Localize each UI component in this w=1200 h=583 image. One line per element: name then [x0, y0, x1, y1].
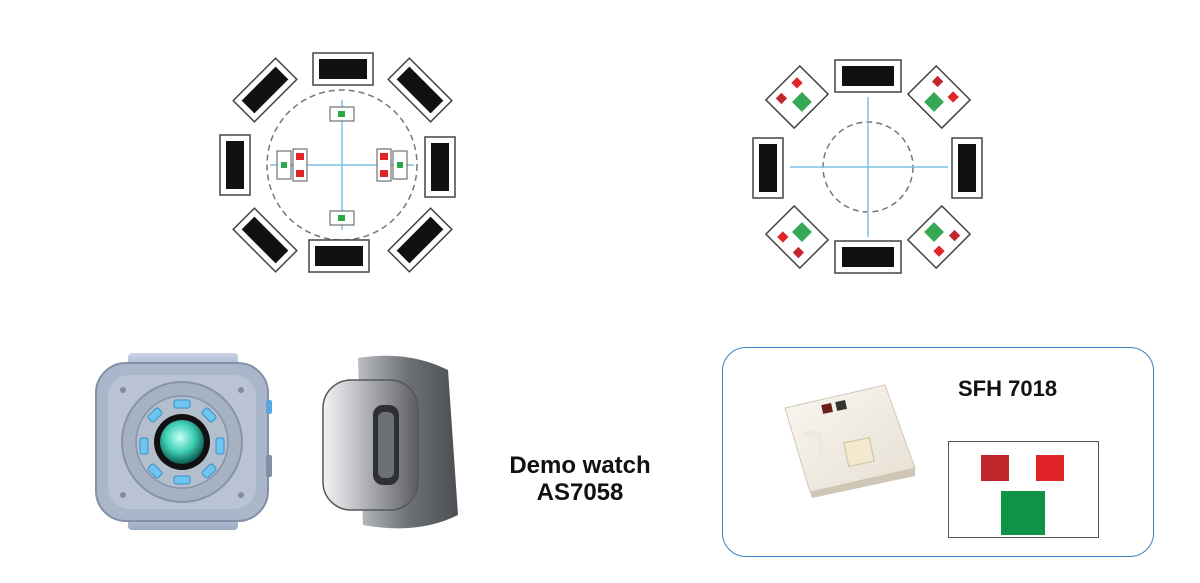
outer-pd-left — [752, 137, 784, 199]
led-red — [1036, 455, 1064, 481]
outer-pd-top — [312, 52, 374, 86]
sfh7018-title: SFH 7018 — [958, 376, 1058, 401]
outer-pd-bottom-left — [232, 207, 298, 273]
sfh-package-top-left — [764, 64, 830, 130]
photodiode-bottom — [329, 210, 355, 226]
sfh7018-schematic — [948, 441, 1099, 538]
sfh7018-box — [722, 347, 1154, 557]
sensor-layout-right — [752, 59, 983, 274]
sfh-package-top-right — [906, 64, 972, 130]
led-dark-red — [981, 455, 1009, 481]
demo-watch-line2: AS7058 — [536, 479, 624, 506]
sfh-package-bottom-left — [764, 204, 830, 270]
led-pd-pair-left — [276, 148, 308, 182]
sfh7018-chip-image — [784, 384, 916, 498]
sensor-layout-left — [219, 52, 456, 273]
outer-pd-bottom — [834, 240, 902, 274]
dashed-ring — [266, 89, 418, 241]
watch-back-image — [95, 353, 272, 530]
demo-watch-line1: Demo watch — [509, 452, 651, 479]
sfh-package-bottom-right — [906, 204, 972, 270]
outer-pd-top-right — [387, 57, 453, 123]
outer-pd-bottom-right — [387, 207, 453, 273]
watch-side-image — [322, 355, 458, 529]
photodiode-green — [1001, 491, 1045, 535]
demo-watch-label: Demo watch AS7058 — [480, 452, 680, 506]
outer-pd-top-left — [232, 57, 298, 123]
photodiode-top — [329, 106, 355, 122]
outer-pd-left — [219, 134, 251, 196]
outer-pd-right — [951, 137, 983, 199]
outer-pd-bottom — [308, 239, 370, 273]
outer-pd-top — [834, 59, 902, 93]
outer-pd-right — [424, 136, 456, 198]
led-pd-pair-right — [376, 148, 408, 182]
